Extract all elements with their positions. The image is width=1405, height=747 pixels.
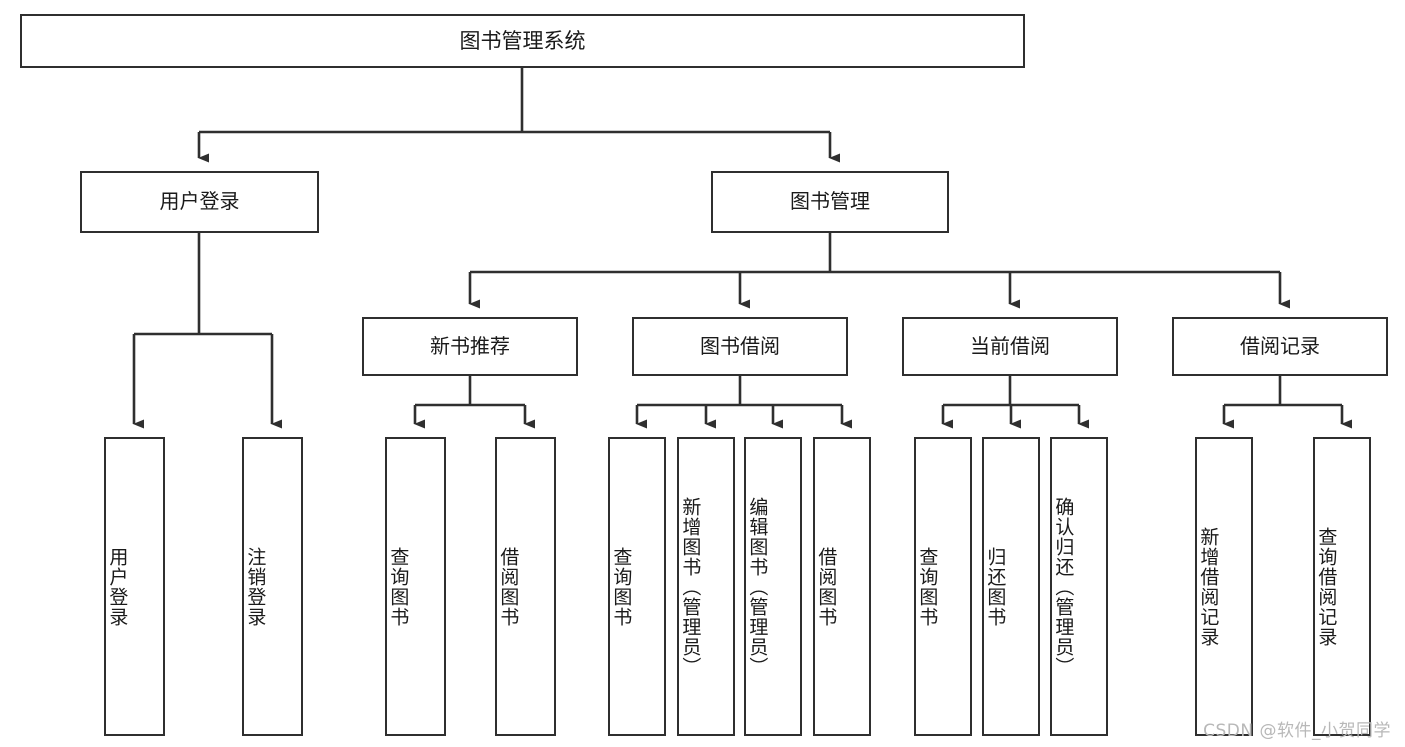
node-book-management[interactable]: 图书管理 — [711, 171, 949, 233]
node-root[interactable]: 图书管理系统 — [20, 14, 1025, 68]
node-new-book-recommend-label: 新书推荐 — [430, 333, 510, 358]
leaf-borrow-query-book[interactable]: 查询图书 — [608, 437, 666, 736]
node-book-borrow[interactable]: 图书借阅 — [632, 317, 848, 376]
leaf-label: 查询借阅记录 — [1315, 526, 1338, 647]
leaf-label: 编辑图书（管理员） — [746, 496, 769, 677]
leaf-label: 归还图书 — [984, 546, 1007, 627]
leaf-user-login-signout[interactable]: 注销登录 — [242, 437, 303, 736]
leaf-recommend-borrow-book[interactable]: 借阅图书 — [495, 437, 556, 736]
leaf-label: 查询图书 — [387, 546, 410, 627]
leaf-user-login-signin[interactable]: 用户登录 — [104, 437, 165, 736]
leaf-label: 借阅图书 — [815, 546, 838, 627]
node-root-label: 图书管理系统 — [459, 28, 586, 53]
node-current-borrow-label: 当前借阅 — [970, 333, 1050, 358]
leaf-recommend-query-book[interactable]: 查询图书 — [385, 437, 446, 736]
leaf-label: 用户登录 — [106, 546, 129, 627]
node-user-login[interactable]: 用户登录 — [80, 171, 319, 233]
leaf-label: 注销登录 — [244, 546, 267, 627]
leaf-label: 确认归还（管理员） — [1052, 496, 1075, 677]
leaf-current-confirm-return-admin[interactable]: 确认归还（管理员） — [1050, 437, 1108, 736]
leaf-borrow-add-book-admin[interactable]: 新增图书（管理员） — [677, 437, 735, 736]
leaf-borrow-edit-book-admin[interactable]: 编辑图书（管理员） — [744, 437, 802, 736]
node-current-borrow[interactable]: 当前借阅 — [902, 317, 1118, 376]
leaf-record-add-record[interactable]: 新增借阅记录 — [1195, 437, 1253, 736]
node-book-borrow-label: 图书借阅 — [700, 333, 780, 358]
leaf-label: 查询图书 — [916, 546, 939, 627]
node-book-management-label: 图书管理 — [790, 189, 870, 214]
leaf-label: 新增图书（管理员） — [679, 496, 702, 677]
leaf-label: 借阅图书 — [497, 546, 520, 627]
leaf-label: 新增借阅记录 — [1197, 526, 1220, 647]
leaf-borrow-borrow-book[interactable]: 借阅图书 — [813, 437, 871, 736]
node-borrow-record-label: 借阅记录 — [1240, 333, 1320, 358]
leaf-label: 查询图书 — [610, 546, 633, 627]
leaf-current-return-book[interactable]: 归还图书 — [982, 437, 1040, 736]
node-user-login-label: 用户登录 — [159, 189, 240, 214]
node-borrow-record[interactable]: 借阅记录 — [1172, 317, 1388, 376]
leaf-record-query-record[interactable]: 查询借阅记录 — [1313, 437, 1371, 736]
node-new-book-recommend[interactable]: 新书推荐 — [362, 317, 578, 376]
leaf-current-query-book[interactable]: 查询图书 — [914, 437, 972, 736]
